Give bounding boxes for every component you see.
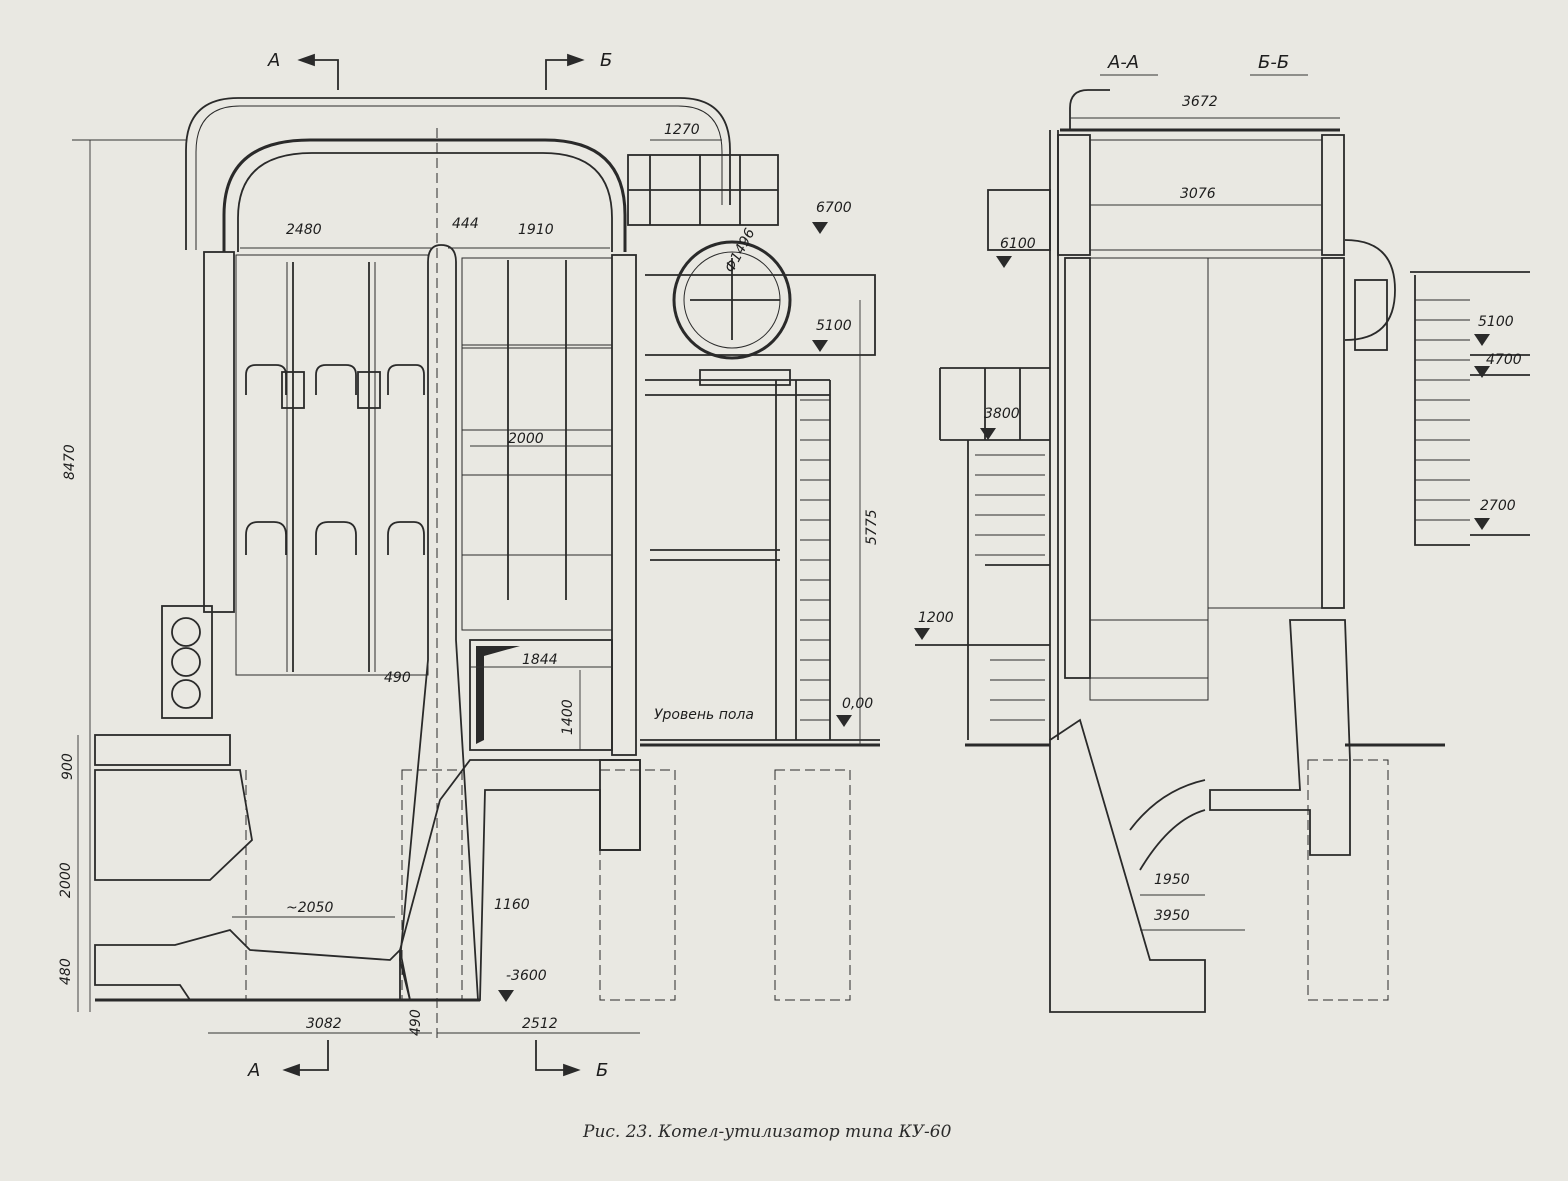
dim-2050: ~2050 — [286, 900, 334, 916]
dim-5775: 5775 — [864, 509, 880, 545]
right-dimension-lines — [1070, 74, 1340, 931]
elev-minus-3600: -3600 — [506, 968, 547, 984]
ladder — [800, 399, 830, 721]
elev-3800: 3800 — [984, 406, 1020, 422]
steam-drum — [672, 240, 792, 386]
dim-1844: 1844 — [522, 652, 558, 668]
section-mark-b-bottom: Б — [596, 1060, 609, 1081]
dim-3950: 3950 — [1154, 908, 1190, 924]
section-views — [914, 74, 1530, 1013]
dim-8470: 8470 — [62, 444, 78, 480]
elev-4700: 4700 — [1486, 352, 1522, 368]
floor-level-label: Уровень пола — [654, 707, 754, 723]
dim-1910: 1910 — [518, 222, 554, 238]
arched-cells — [245, 364, 425, 555]
main-elevation — [72, 53, 880, 1077]
dim-3076: 3076 — [1180, 186, 1216, 202]
section-label-bb: Б-Б — [1258, 52, 1290, 73]
section-mark-a-bottom: А — [248, 1060, 261, 1081]
inlet-headers — [161, 605, 213, 719]
section-mark-b-top: Б — [600, 50, 613, 71]
elev-5100: 5100 — [816, 318, 852, 334]
elevation-marks — [498, 222, 852, 1002]
elev-2700: 2700 — [1480, 498, 1516, 514]
left-stairs — [915, 189, 1051, 740]
dim-1270: 1270 — [664, 122, 700, 138]
headers-left — [281, 262, 381, 672]
dim-2480: 2480 — [286, 222, 322, 238]
dim-490-bottom: 490 — [408, 1009, 424, 1036]
right-stairs — [1344, 239, 1530, 546]
elev-5100-right: 5100 — [1478, 314, 1514, 330]
foundation-pads — [245, 769, 851, 1001]
right-stair-treads — [1415, 299, 1470, 521]
elev-1200: 1200 — [918, 610, 954, 626]
dim-490: 490 — [384, 670, 411, 686]
dim-2000: 2000 — [508, 431, 544, 447]
dim-3082: 3082 — [306, 1016, 342, 1032]
section-label-aa: А-А — [1108, 52, 1140, 73]
dimension-lines — [72, 139, 861, 1034]
platform-frame — [627, 154, 880, 741]
dim-2000-vertical: 2000 — [58, 862, 74, 898]
right-foundation-pads — [1307, 759, 1389, 1001]
elev-6700: 6700 — [816, 200, 852, 216]
dim-1950: 1950 — [1154, 872, 1190, 888]
dim-3672: 3672 — [1182, 94, 1218, 110]
elev-6100: 6100 — [1000, 236, 1036, 252]
dim-2512: 2512 — [522, 1016, 558, 1032]
dim-1160: 1160 — [494, 897, 530, 913]
dim-900: 900 — [60, 753, 76, 780]
right-elevation-marks — [914, 256, 1490, 640]
left-stair-treads — [975, 454, 1045, 721]
dim-444: 444 — [452, 216, 479, 232]
section-mark-a-top: А — [268, 50, 281, 71]
dim-480: 480 — [58, 958, 74, 985]
dim-1400: 1400 — [560, 699, 576, 735]
figure-caption: Рис. 23. Котел-утилизатор типа КУ-60 — [583, 1122, 952, 1142]
elev-0-00: 0,00 — [842, 696, 874, 712]
section-arrows — [282, 53, 585, 1077]
